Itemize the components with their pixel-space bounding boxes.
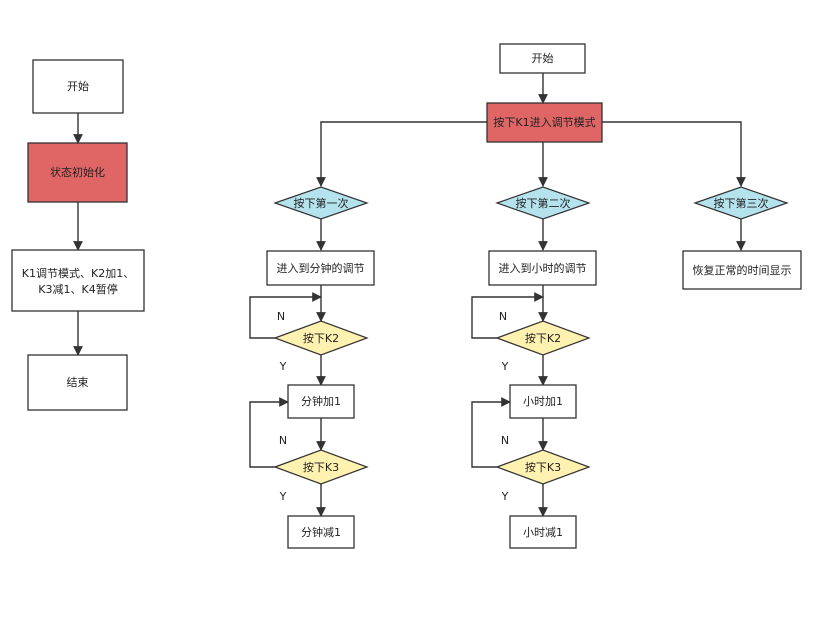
hour-add-box bbox=[509, 384, 577, 419]
init-state-label: 状态初始化 bbox=[50, 165, 105, 179]
minute-k2-label: 按下K2 bbox=[303, 331, 339, 345]
key-functions-box bbox=[11, 249, 145, 312]
minute-k3-no-loop bbox=[249, 397, 289, 468]
minute-k2-yes-label: Y bbox=[279, 360, 287, 373]
minute-add-label: 分钟加1 bbox=[301, 394, 341, 408]
minute-k2-no-label: N bbox=[277, 310, 285, 323]
restore-display-label: 恢复正常的时间显示 bbox=[693, 263, 792, 277]
second-press-label: 按下第二次 bbox=[516, 196, 571, 210]
right-start-label: 开始 bbox=[532, 51, 554, 65]
k1-adjust-mode-box bbox=[486, 102, 603, 143]
hour-k3-diamond bbox=[495, 449, 591, 485]
hour-k3-no-loop bbox=[471, 397, 511, 468]
hour-k2-no-label: N bbox=[499, 310, 507, 323]
third-press-label: 按下第三次 bbox=[714, 196, 769, 210]
hour-branch: 进入到小时的调节 按下K2 N Y 小时加1 按下K3 N Y 小时减1 bbox=[471, 250, 597, 549]
minute-k3-no-label: N bbox=[279, 434, 287, 447]
hour-mode-label: 进入到小时的调节 bbox=[499, 261, 587, 275]
hour-add-label: 小时加1 bbox=[523, 395, 563, 408]
minute-k2-diamond bbox=[273, 320, 369, 356]
left-start-label: 开始 bbox=[67, 79, 89, 93]
left-end-label: 结束 bbox=[67, 376, 89, 389]
key-functions-label-line1: K1调节模式、K2加1、 bbox=[22, 267, 134, 280]
hour-sub-box bbox=[509, 515, 577, 549]
minute-mode-box bbox=[266, 250, 375, 286]
arrow-k1-to-third-press bbox=[602, 121, 746, 187]
minute-branch: 进入到分钟的调节 按下K2 N Y 分钟加1 按下K3 N Y 分钟减1 bbox=[249, 250, 375, 549]
minute-sub-box bbox=[287, 515, 355, 549]
hour-k3-no-label: N bbox=[501, 434, 509, 447]
third-press-diamond bbox=[693, 186, 789, 220]
second-press-diamond bbox=[495, 186, 591, 220]
hour-k2-no-loop bbox=[471, 292, 544, 339]
hour-k2-diamond bbox=[495, 320, 591, 356]
first-press-label: 按下第一次 bbox=[294, 196, 349, 210]
minute-k3-yes-label: Y bbox=[279, 490, 287, 503]
minute-k2-no-loop bbox=[249, 292, 322, 339]
right-flow-top: 开始 按下K1进入调节模式 按下第一次 按下第二次 按下第三次 恢复正常的时间显… bbox=[273, 43, 802, 290]
left-flow: 开始 状态初始化 K1调节模式、K2加1、 K3减1、K4暂停 结束 bbox=[11, 59, 145, 411]
k1-adjust-mode-label: 按下K1进入调节模式 bbox=[493, 115, 595, 129]
left-start-box bbox=[32, 59, 124, 114]
key-functions-label-line2: K3减1、K4暂停 bbox=[38, 282, 117, 296]
arrow-k1-to-first-press bbox=[316, 121, 487, 187]
minute-k3-diamond bbox=[273, 449, 369, 485]
hour-mode-box bbox=[488, 250, 597, 286]
restore-display-box bbox=[682, 250, 802, 290]
minute-k3-label: 按下K3 bbox=[303, 460, 339, 474]
hour-k3-yes-label: Y bbox=[501, 490, 509, 503]
hour-k3-label: 按下K3 bbox=[525, 460, 561, 474]
first-press-diamond bbox=[273, 186, 369, 220]
minute-sub-label: 分钟减1 bbox=[301, 525, 341, 539]
minute-mode-label: 进入到分钟的调节 bbox=[277, 261, 365, 275]
hour-sub-label: 小时减1 bbox=[523, 526, 563, 539]
init-state-box bbox=[27, 142, 128, 203]
hour-k2-yes-label: Y bbox=[501, 360, 509, 373]
hour-k2-label: 按下K2 bbox=[525, 331, 561, 345]
